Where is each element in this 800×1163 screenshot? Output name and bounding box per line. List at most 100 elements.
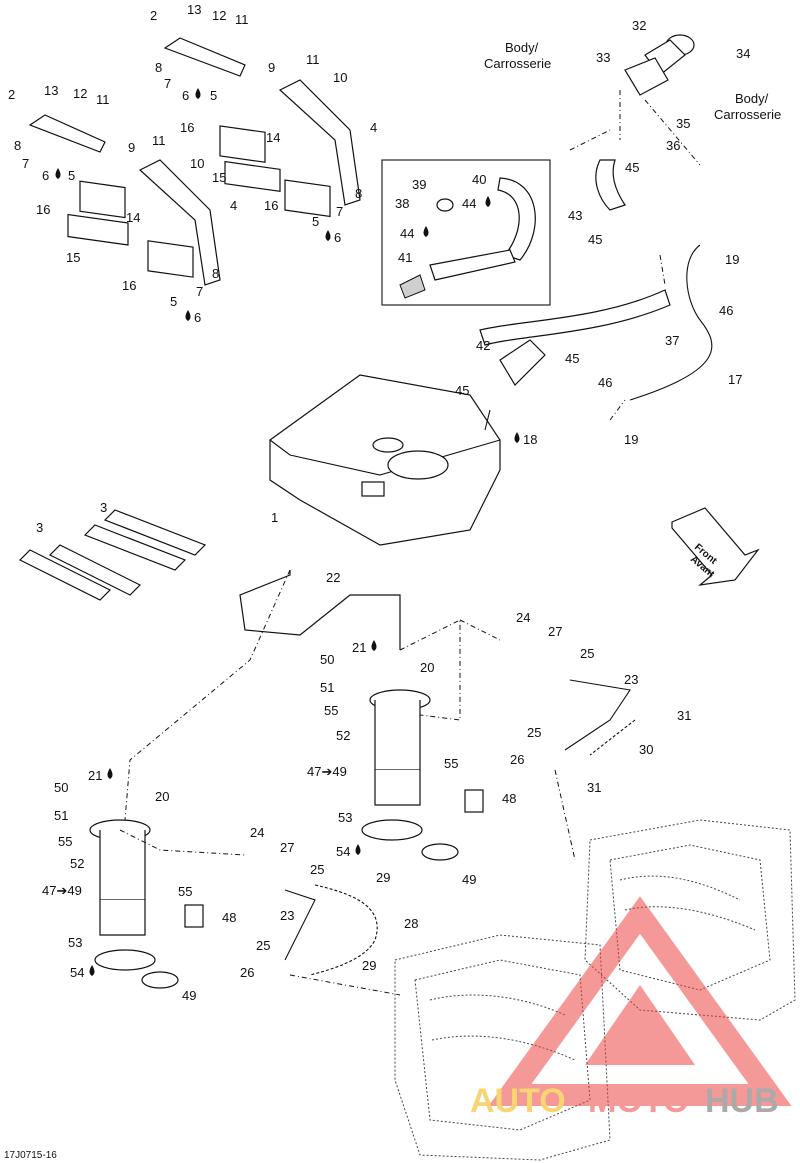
callout-45c: 45 (565, 351, 579, 366)
callout-9b: 9 (128, 140, 135, 155)
callout-20b: 20 (155, 789, 169, 804)
callout-9: 9 (268, 60, 275, 75)
fluid-drop-icons (55, 88, 520, 976)
drop-icon (355, 844, 361, 855)
callout-37: 37 (665, 333, 679, 348)
watermark-auto: AUTO (470, 1082, 566, 1120)
callout-55b: 55 (444, 756, 458, 771)
callout-15: 15 (212, 170, 226, 185)
callout-6c: 6 (42, 168, 49, 183)
callout-13b: 13 (44, 83, 58, 98)
callout-11: 11 (235, 12, 249, 27)
callout-11d: 11 (152, 133, 166, 148)
drop-icon (195, 88, 201, 99)
callout-39: 39 (412, 177, 426, 192)
drop-icon (514, 432, 520, 443)
watermark-logo: AUTO MOTO HUB (470, 896, 792, 1120)
callout-8d: 8 (212, 266, 219, 281)
callout-8c: 8 (14, 138, 21, 153)
callout-8b: 8 (355, 186, 362, 201)
callout-48b: 48 (222, 910, 236, 925)
callout-22: 22 (326, 570, 340, 585)
callout-5b: 5 (312, 214, 319, 229)
callout-7: 7 (164, 76, 171, 91)
callout-34: 34 (736, 46, 750, 61)
callout-49b: 49 (182, 988, 196, 1003)
callout-14: 14 (266, 130, 280, 145)
body-label-1a: Body/ (505, 40, 539, 55)
callout-43: 43 (568, 208, 582, 223)
callout-6d: 6 (194, 310, 201, 325)
callout-7b: 7 (336, 204, 343, 219)
drop-icon (485, 196, 491, 207)
callout-23: 23 (624, 672, 638, 687)
callout-45d: 45 (455, 383, 469, 398)
callout-2b: 2 (8, 87, 15, 102)
fuel-hose-23-front (564, 679, 631, 751)
callout-53b: 53 (68, 935, 82, 950)
rear-bracket-assembly-upper (163, 37, 361, 218)
callout-40: 40 (472, 172, 486, 187)
callout-54: 54 (336, 844, 350, 859)
callout-33: 33 (596, 50, 610, 65)
callout-51: 51 (320, 680, 334, 695)
callout-17: 17 (728, 372, 742, 387)
callout-11c: 11 (96, 92, 110, 107)
callout-6: 6 (182, 88, 189, 103)
callout-6b: 6 (334, 230, 341, 245)
callout-44b: 44 (400, 226, 414, 241)
callout-29b: 29 (362, 958, 376, 973)
drop-icon (185, 310, 191, 321)
callout-25b: 25 (527, 725, 541, 740)
callout-27b: 27 (280, 840, 294, 855)
callout-29: 29 (376, 870, 390, 885)
callout-24: 24 (516, 610, 530, 625)
callout-54b: 54 (70, 965, 84, 980)
callout-25d: 25 (256, 938, 270, 953)
filler-neck-assembly (479, 34, 695, 431)
callout-4b: 4 (230, 198, 237, 213)
callout-28: 28 (404, 916, 418, 931)
callout-18: 18 (523, 432, 537, 447)
callouts: 2 13 12 11 8 7 6 5 9 11 10 4 16 14 15 16… (8, 2, 750, 1003)
callout-38: 38 (395, 196, 409, 211)
callout-10b: 10 (190, 156, 204, 171)
drop-icon (107, 768, 113, 779)
callout-26: 26 (510, 752, 524, 767)
callout-50: 50 (320, 652, 334, 667)
callout-45b: 45 (588, 232, 602, 247)
callout-55c: 55 (58, 834, 72, 849)
fuel-pump-rear (89, 819, 204, 989)
front-direction-arrow: Front Avant (671, 507, 760, 586)
callout-23b: 23 (280, 908, 294, 923)
callout-31b: 31 (587, 780, 601, 795)
watermark-moto: MOTO (588, 1082, 689, 1120)
callout-46: 46 (719, 303, 733, 318)
connection-lines (119, 90, 701, 996)
callout-12: 12 (212, 8, 226, 23)
callout-45: 45 (625, 160, 639, 175)
callout-25: 25 (580, 646, 594, 661)
fuel-pump-front (361, 689, 484, 861)
callout-53: 53 (338, 810, 352, 825)
callout-10: 10 (333, 70, 347, 85)
callout-46b: 46 (598, 375, 612, 390)
callout-20: 20 (420, 660, 434, 675)
callout-8: 8 (155, 60, 162, 75)
diagram-code: 17J0715-16 (4, 1150, 57, 1161)
filler-neck-detail-box (381, 159, 551, 306)
callout-31: 31 (677, 708, 691, 723)
callout-2: 2 (150, 8, 157, 23)
callout-55d: 55 (178, 884, 192, 899)
callout-36: 36 (666, 138, 680, 153)
callout-21b: 21 (88, 768, 102, 783)
fuel-hose-23-rear (284, 889, 316, 961)
foam-pads (18, 509, 207, 601)
callout-12b: 12 (73, 86, 87, 101)
callout-14b: 14 (126, 210, 140, 225)
callout-42: 42 (476, 338, 490, 353)
callout-41: 41 (398, 250, 412, 265)
callout-21: 21 (352, 640, 366, 655)
callout-4: 4 (370, 120, 377, 135)
